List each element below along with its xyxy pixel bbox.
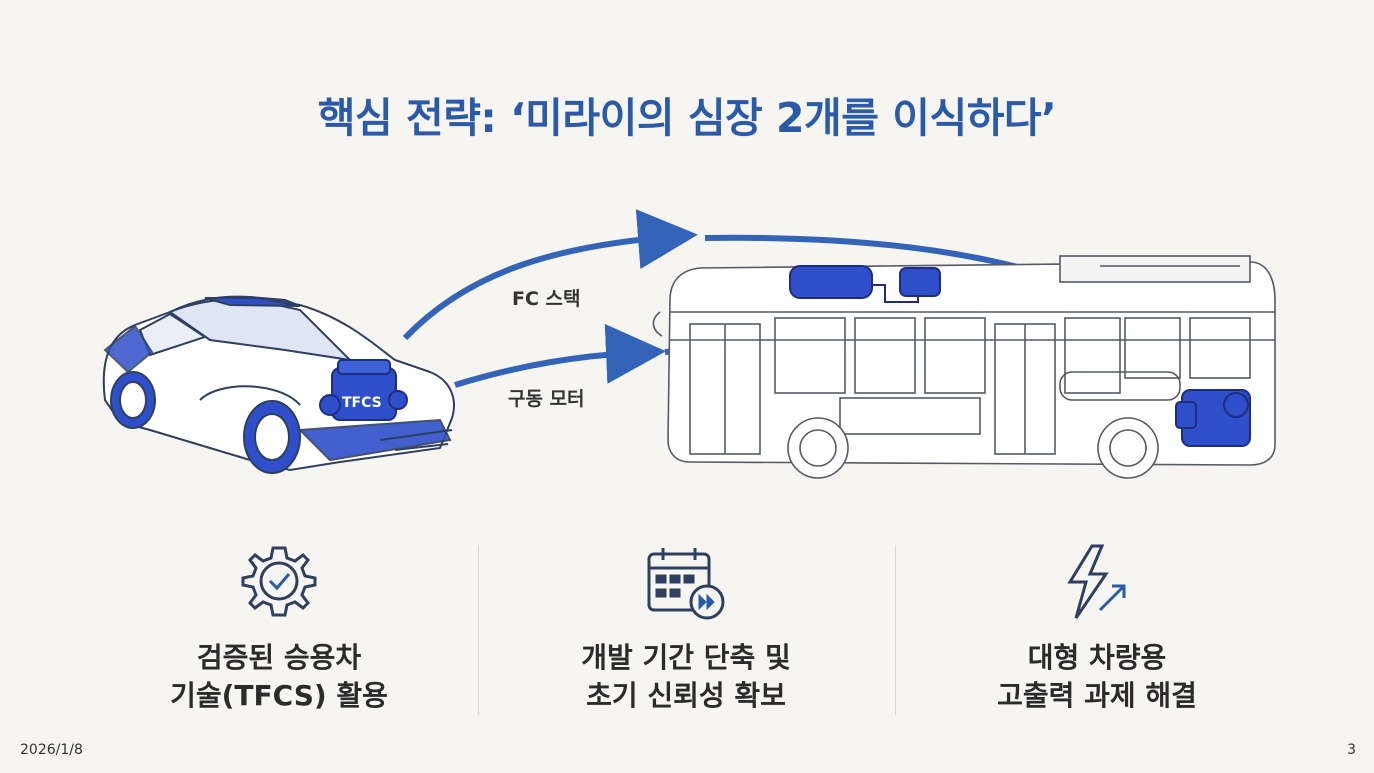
motor-arrow-1 [454, 323, 666, 388]
gear-check-icon [241, 546, 317, 617]
feature-proven-tech: 검증된 승용차 기술(TFCS) 활용 [99, 540, 459, 715]
car-illustration [102, 295, 455, 474]
feature-line: 초기 신뢰성 확보 [586, 679, 786, 712]
page-number: 3 [1347, 742, 1356, 758]
feature-line: 고출력 과제 해결 [997, 679, 1197, 712]
feature-line: 개발 기간 단축 및 [581, 641, 791, 674]
feature-line: 대형 차량용 [1027, 641, 1167, 674]
drive-motor-label: 구동 모터 [508, 388, 585, 410]
bus-illustration [652, 255, 1276, 479]
divider [478, 545, 479, 715]
tfcs-module [319, 359, 408, 421]
tfcs-label: TFCS [342, 395, 382, 411]
calendar-fast-forward-icon [647, 548, 725, 620]
fc-stack-label: FC 스택 [512, 288, 581, 310]
bus-fc-stack [789, 265, 941, 303]
page-title: 핵심 전략: ‘미라이의 심장 2개를 이식하다’ [317, 94, 1057, 142]
feature-high-output: 대형 차량용 고출력 과제 해결 [917, 540, 1277, 715]
feature-dev-time: 개발 기간 단축 및 초기 신뢰성 확보 [506, 540, 866, 715]
fc-stack-arrow-1 [402, 209, 698, 341]
footer-date: 2026/1/8 [20, 742, 83, 758]
bus-drive-motor [1175, 389, 1251, 447]
feature-line: 기술(TFCS) 활용 [170, 679, 388, 712]
feature-line: 검증된 승용차 [196, 641, 362, 674]
lightning-arrow-icon [1067, 544, 1126, 619]
divider [895, 545, 896, 715]
